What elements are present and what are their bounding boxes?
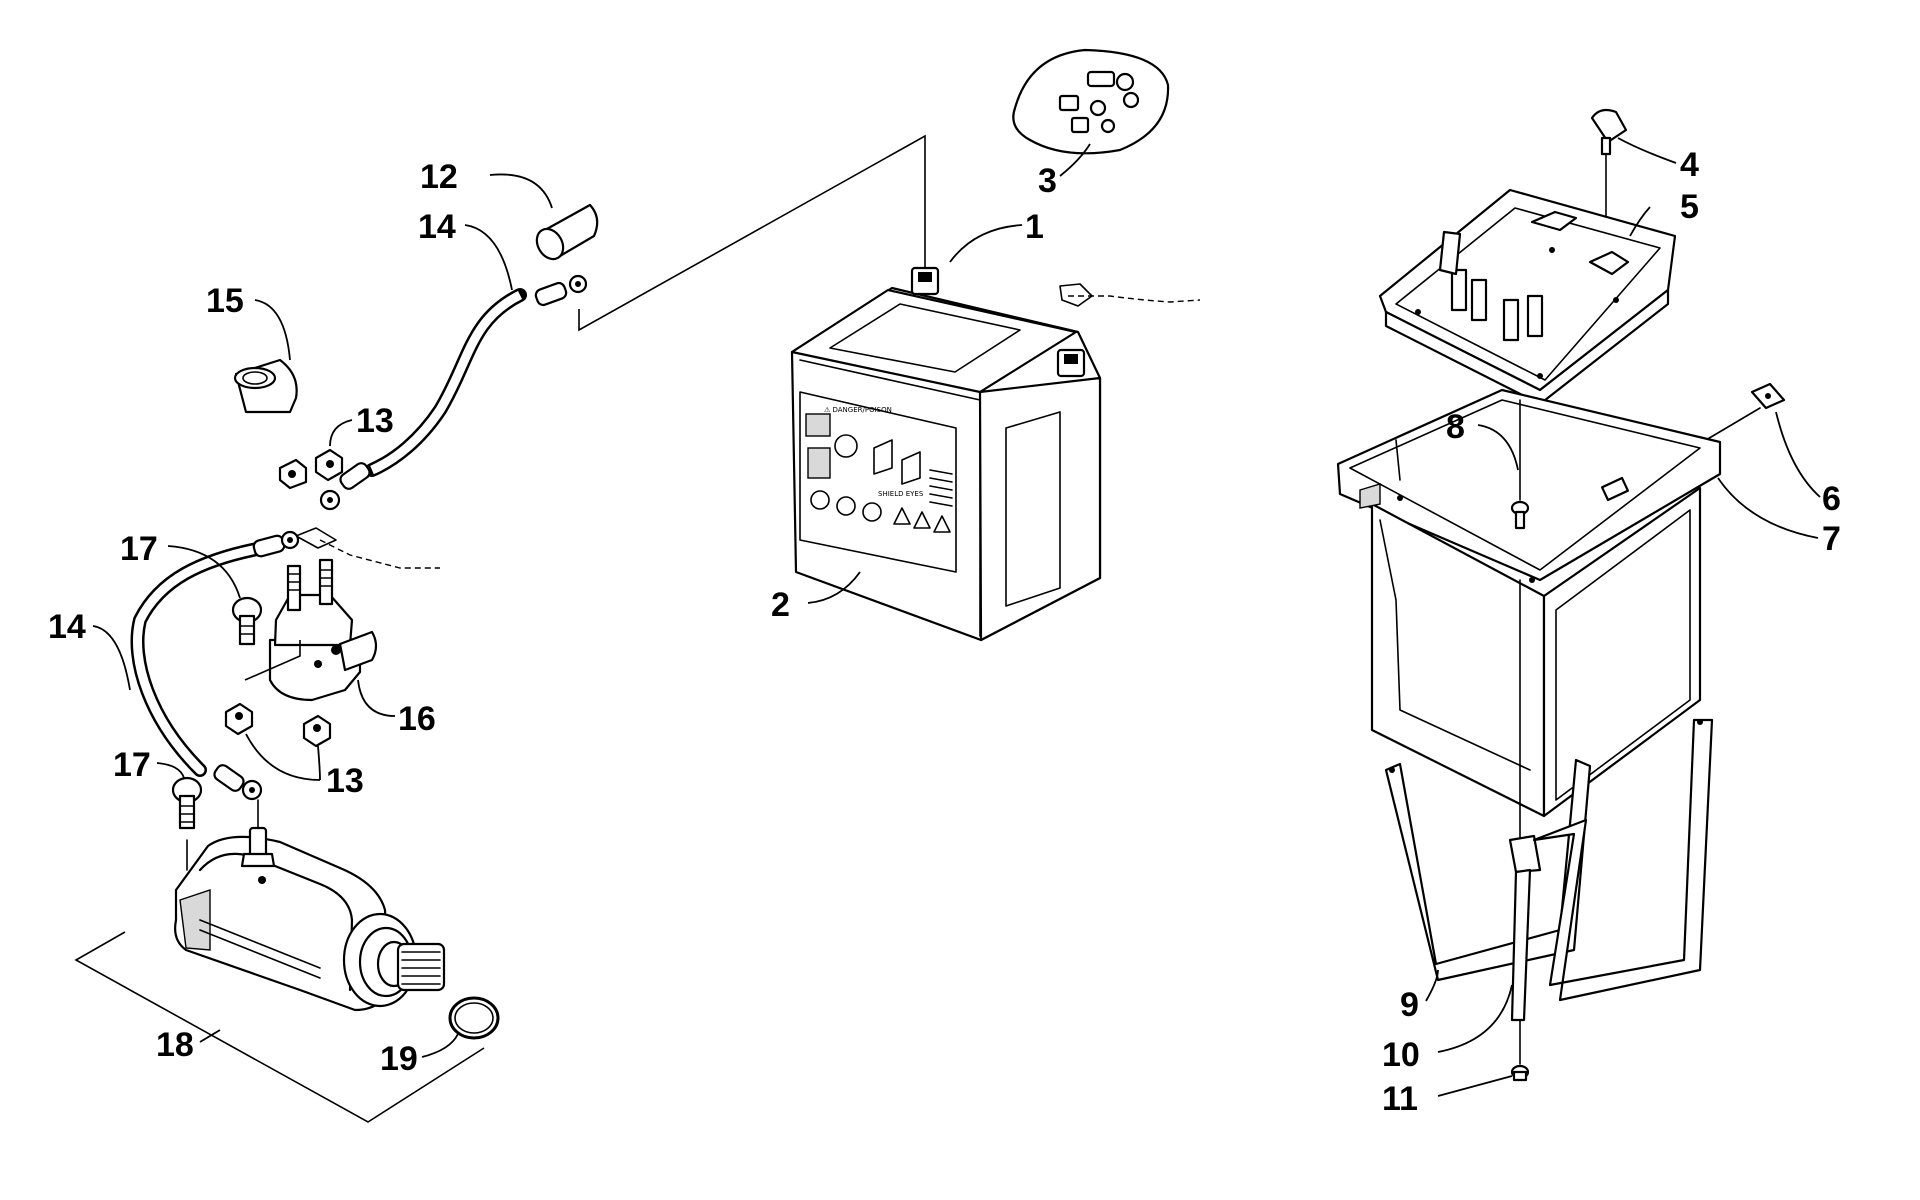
battery-label-line-1: SHIELD EYES (878, 490, 924, 498)
bolt-17-upper (231, 596, 263, 646)
battery-cable-lower (130, 530, 300, 801)
leader-14b (92, 625, 131, 691)
nut-11 (1510, 1064, 1530, 1082)
leader-2 (807, 571, 861, 604)
assembly-bracket-18 (74, 931, 485, 1123)
callout-4: 4 (1680, 146, 1699, 184)
callout-14-upper: 14 (418, 208, 456, 246)
callout-18: 18 (156, 1026, 194, 1064)
battery-terminal-negative (910, 266, 940, 296)
clip-nut-guide (1705, 407, 1761, 441)
callout-12: 12 (420, 158, 458, 196)
screw-8 (1510, 500, 1530, 530)
battery-bracket-9 (1384, 758, 1592, 982)
leader-8 (1477, 424, 1519, 471)
push-rivet (1590, 108, 1628, 156)
callout-13-lower: 13 (326, 762, 364, 800)
battery: ⚠ DANGER/POISON SHIELD EYES (790, 266, 1201, 642)
leader-3 (1059, 143, 1091, 177)
nut-13-upper-a (278, 458, 308, 490)
leader-12 (489, 173, 553, 209)
nut-13-lower-a (224, 702, 254, 736)
battery-strap-10 (1508, 718, 1714, 1022)
callout-15: 15 (206, 282, 244, 320)
callout-5: 5 (1680, 188, 1699, 226)
leader-13b-2 (317, 745, 321, 781)
battery-cover-plate (1378, 188, 1677, 406)
callout-19: 19 (380, 1040, 418, 1078)
callout-2: 2 (771, 586, 790, 624)
starter-motor (174, 826, 446, 1012)
leader-18 (199, 1029, 221, 1043)
battery-cable-upper (319, 274, 588, 511)
battery-label-header: ⚠ DANGER/POISON (824, 406, 892, 414)
callout-1: 1 (1025, 208, 1044, 246)
terminal-boot-12 (535, 203, 599, 261)
leader-15 (254, 299, 291, 361)
callout-8: 8 (1446, 408, 1465, 446)
callout-6: 6 (1822, 480, 1841, 518)
callout-17-upper: 17 (120, 530, 158, 568)
callout-11: 11 (1382, 1080, 1418, 1118)
callout-3: 3 (1038, 162, 1057, 200)
battery-terminal-positive (1056, 348, 1086, 378)
leader-17b (156, 762, 185, 779)
hardware-kit (1012, 48, 1170, 155)
leader-10 (1437, 984, 1513, 1053)
callout-13-upper: 13 (356, 402, 394, 440)
callout-14-lower: 14 (48, 608, 86, 646)
leader-14a (464, 224, 513, 291)
leader-13b (245, 733, 321, 781)
o-ring (448, 996, 500, 1040)
leader-19 (421, 1033, 459, 1058)
nut-13-upper-b (314, 448, 344, 482)
assembly-line-solenoid (244, 640, 301, 681)
leader-4 (1617, 137, 1677, 164)
leader-5 (1629, 206, 1651, 237)
leader-6 (1775, 411, 1821, 498)
leader-11 (1437, 1075, 1513, 1097)
battery-box (1336, 388, 1722, 818)
callout-17-lower: 17 (113, 746, 151, 784)
leader-7 (1717, 477, 1819, 539)
assembly-line-cable-battery (578, 134, 926, 332)
battery-warning-label: ⚠ DANGER/POISON SHIELD EYES (799, 391, 957, 573)
callout-16: 16 (398, 700, 436, 738)
leader-13a (329, 419, 353, 447)
leader-16 (357, 679, 396, 717)
leader-1 (949, 224, 1023, 263)
leader-17a (167, 545, 241, 599)
callout-7: 7 (1822, 520, 1841, 558)
starter-solenoid (268, 527, 440, 702)
bolt-17-lower (171, 776, 203, 830)
callout-9: 9 (1400, 986, 1419, 1024)
terminal-boot-15 (233, 358, 298, 414)
callout-10: 10 (1382, 1036, 1420, 1074)
leader-9 (1425, 969, 1439, 1002)
nut-13-lower-b (302, 714, 332, 748)
clip-nut (1750, 382, 1786, 410)
